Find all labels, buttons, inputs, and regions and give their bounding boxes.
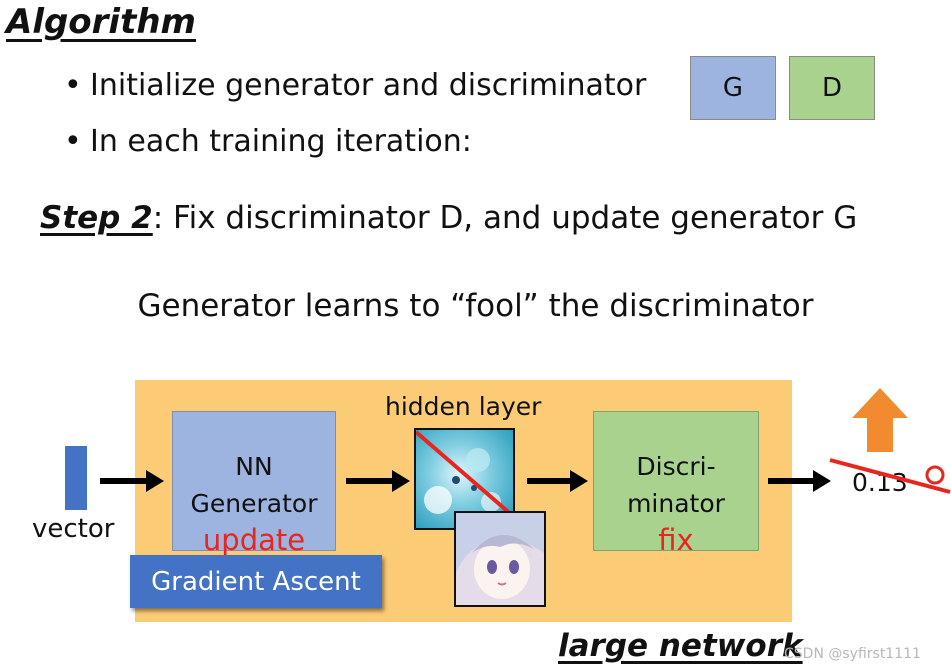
pointer-circle-icon [925, 465, 945, 485]
bullet-initialize-text: Initialize generator and discriminator [90, 68, 647, 103]
step-label: Step 2 [40, 200, 153, 236]
discriminator-status: fix [658, 523, 694, 557]
arrow-generator-to-image [346, 470, 410, 492]
algorithm-heading: Algorithm [6, 2, 196, 42]
arrow-image-to-discriminator [527, 470, 588, 492]
generator-status: update [202, 523, 306, 557]
generator-legend-label: G [722, 73, 744, 103]
input-vector-bar [65, 446, 87, 510]
arrow-discriminator-to-score [768, 470, 831, 492]
bullet-dot: • [64, 68, 82, 103]
step-line: Step 2: Fix discriminator D, and update … [40, 200, 857, 236]
bullet-dot: • [64, 124, 82, 159]
subtitle: Generator learns to “fool” the discrimin… [137, 288, 814, 324]
vector-label: vector [32, 514, 115, 544]
gradient-ascent-label: Gradient Ascent [130, 555, 382, 608]
generator-block: NN Generator update [172, 411, 336, 557]
hidden-layer-label: hidden layer [385, 392, 542, 421]
arrow-vector-to-generator [100, 470, 164, 492]
bullet-iteration: •In each training iteration: [64, 124, 472, 159]
watermark: CSDN @syfirst1111 [784, 646, 921, 662]
discriminator-line2: minator [627, 489, 725, 518]
large-network-caption: large network [558, 628, 803, 664]
discriminator-legend-box: D [789, 56, 875, 120]
discriminator-block: Discri- minator fix [593, 411, 759, 557]
generator-legend-box: G [690, 56, 776, 120]
discriminator-legend-label: D [821, 73, 843, 103]
discriminator-line1: Discri- [636, 452, 716, 481]
generator-line2: Generator [190, 489, 318, 518]
generator-line1: NN [235, 452, 273, 481]
updated-generated-image [454, 511, 546, 607]
score-strike-mark [829, 458, 951, 494]
bullet-initialize: •Initialize generator and discriminator [64, 68, 646, 103]
score-up-arrow-icon [852, 388, 908, 452]
bullet-iteration-text: In each training iteration: [90, 124, 472, 159]
step-text: : Fix discriminator D, and update genera… [152, 200, 858, 236]
